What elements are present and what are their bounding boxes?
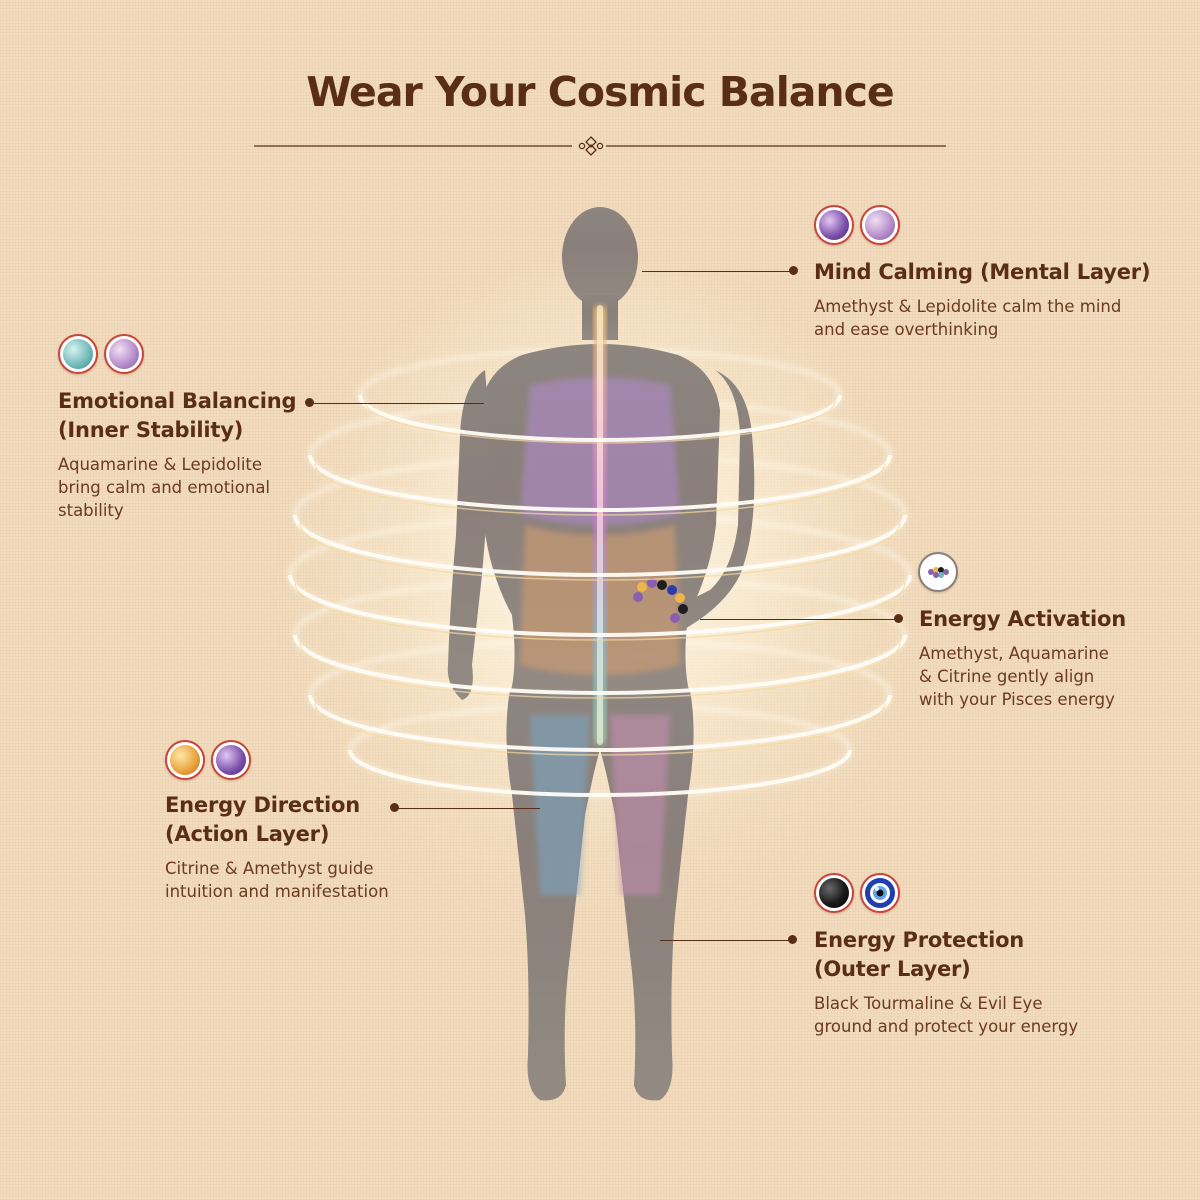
section-heading: Energy Activation — [919, 607, 1126, 631]
stones-emotional — [58, 334, 144, 374]
aquamarine-icon — [58, 334, 98, 374]
leader-dot-protection — [788, 935, 797, 944]
amethyst-icon — [814, 205, 854, 245]
leader-dot-activation — [894, 614, 903, 623]
evil-eye-icon — [860, 873, 900, 913]
stones-mind — [814, 205, 900, 245]
stones-direction — [165, 740, 251, 780]
section-description: Amethyst & Lepidolite calm the mind and … — [814, 297, 1122, 339]
section-heading: Energy Direction (Action Layer) — [165, 793, 361, 846]
section-description: Citrine & Amethyst guide intuition and m… — [165, 859, 389, 901]
leader-line-protection — [660, 940, 792, 941]
energy-body-illustration — [288, 207, 912, 1101]
section-heading: Mind Calming (Mental Layer) — [814, 260, 1151, 284]
leader-line-activation — [700, 619, 898, 620]
leader-dot-mind — [789, 266, 798, 275]
section-description: Aquamarine & Lepidolite bring calm and e… — [58, 455, 271, 520]
section-description: Black Tourmaline & Evil Eye ground and p… — [814, 994, 1079, 1036]
bracelet-icon — [918, 552, 958, 592]
section-energy-protection: Energy Protection (Outer Layer) Black To… — [814, 926, 1184, 1038]
section-energy-direction: Energy Direction (Action Layer) Citrine … — [165, 791, 425, 903]
page-title: Wear Your Cosmic Balance — [306, 68, 894, 116]
section-heading: Emotional Balancing (Inner Stability) — [58, 389, 297, 442]
leader-line-direction — [398, 808, 540, 809]
stones-activation — [918, 552, 958, 592]
section-energy-activation: Energy Activation Amethyst, Aquamarine &… — [919, 605, 1189, 711]
section-heading: Energy Protection (Outer Layer) — [814, 928, 1025, 981]
leader-line-mind — [642, 271, 792, 272]
section-description: Amethyst, Aquamarine & Citrine gently al… — [919, 644, 1115, 709]
stones-protection — [814, 873, 900, 913]
lepidolite-icon — [860, 205, 900, 245]
leader-dot-direction — [390, 803, 399, 812]
lepidolite-icon — [104, 334, 144, 374]
amethyst-icon — [211, 740, 251, 780]
bracelet-on-wrist — [633, 578, 688, 623]
section-mind-calming: Mind Calming (Mental Layer) Amethyst & L… — [814, 258, 1184, 341]
leader-dot-emotional — [305, 398, 314, 407]
black-tourmaline-icon — [814, 873, 854, 913]
citrine-icon — [165, 740, 205, 780]
leader-line-emotional — [314, 403, 484, 404]
section-emotional-balancing: Emotional Balancing (Inner Stability) Aq… — [58, 387, 318, 522]
ornament-divider — [254, 136, 946, 156]
